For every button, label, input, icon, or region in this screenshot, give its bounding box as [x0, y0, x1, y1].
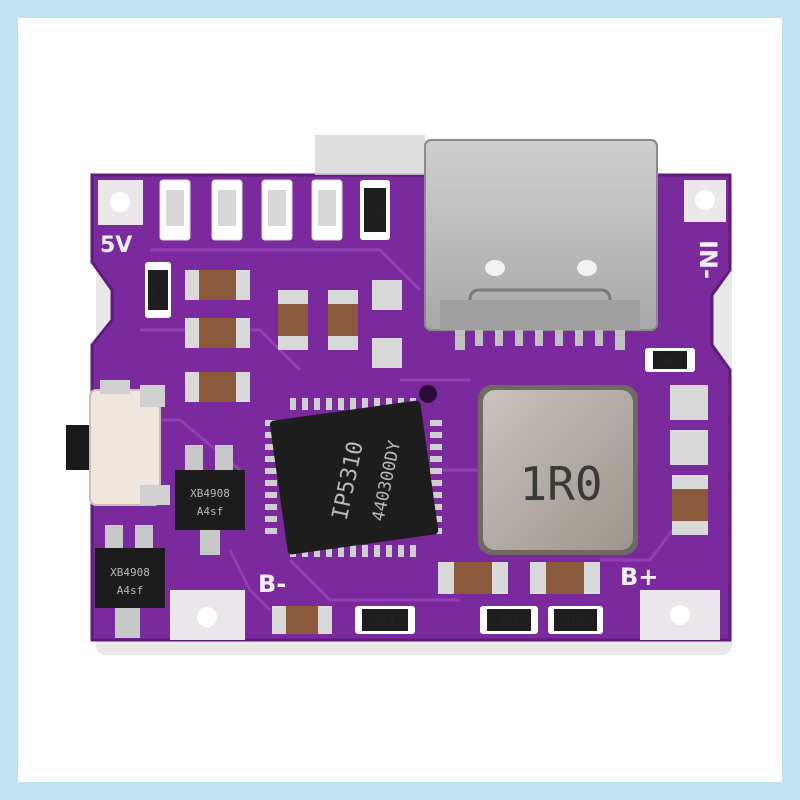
resistor-30y-right-label: 30Y [660, 355, 680, 368]
mosfet-upper-line2: A4sf [197, 505, 224, 518]
mosfet-upper [175, 445, 245, 555]
label-in-minus: IN- [694, 240, 722, 279]
resistor-30y-left-label: 30Y [150, 281, 161, 299]
mounting-holes [98, 180, 726, 640]
label-b-plus: B+ [620, 563, 658, 591]
mosfet-lower-line1: XB4908 [110, 566, 150, 579]
resistor-102-bottom-label: 102 [565, 615, 585, 628]
led-row [159, 179, 343, 241]
mosfet-lower-line2: A4sf [117, 584, 144, 597]
inductor-marking: 1R0 [519, 457, 602, 511]
label-5v: 5V [100, 233, 132, 258]
resistor-102-top-label: 102 [372, 200, 385, 220]
slide-switch [66, 380, 170, 506]
resistor-513-label: 513 [375, 615, 395, 628]
inductor [478, 385, 638, 555]
main-ic [265, 398, 442, 557]
mosfet-upper-line1: XB4908 [190, 487, 230, 500]
bottom-capacitors [272, 562, 600, 634]
mosfet-lower [95, 525, 165, 638]
right-components [670, 385, 708, 535]
capacitor-group-left [185, 270, 402, 402]
label-b-minus: B- [258, 570, 286, 598]
resistor-r50-label: R50 [499, 615, 519, 628]
usb-c-connector [315, 135, 658, 350]
